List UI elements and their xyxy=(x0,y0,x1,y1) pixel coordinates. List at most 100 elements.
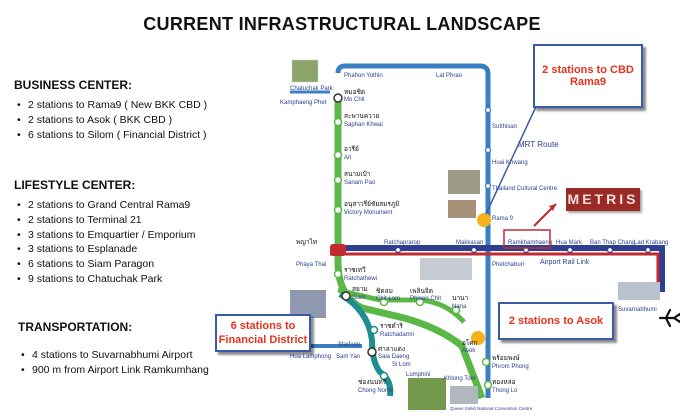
station-label: สยาม xyxy=(352,286,368,293)
station-label: สนามเป้า xyxy=(344,170,371,178)
ramkhamhaeng-highlight xyxy=(503,229,551,249)
business-center-heading: BUSINESS CENTER: xyxy=(14,78,133,92)
airport-rail-link xyxy=(338,245,665,292)
station-label: ราชดำริ xyxy=(380,322,403,330)
list-item: 2 stations to Rama9 ( New BKK CBD ) xyxy=(17,98,207,113)
station-dot xyxy=(481,357,491,367)
station-dot xyxy=(333,117,343,127)
list-item: 6 stations to Silom ( Financial District… xyxy=(17,128,207,143)
suvarnabhumi-photo xyxy=(618,282,660,300)
station-label: Thailand Cultural Centre xyxy=(492,186,558,192)
list-item: 2 stations to Asok ( BKK CBD ) xyxy=(17,113,207,128)
list-item: 2 stations to Terminal 21 xyxy=(17,213,195,228)
station-dot xyxy=(484,146,492,154)
station-label: Phloen Chit xyxy=(410,296,441,302)
station-label: Victory Monument xyxy=(344,210,393,216)
station-dot xyxy=(369,325,379,335)
phayathai-sign xyxy=(330,244,346,256)
makkasan-photo xyxy=(448,200,476,218)
station-label: Mo Chit xyxy=(344,97,365,103)
station-label: Ratchathewi xyxy=(344,276,377,282)
station-label: Phrom Phong xyxy=(492,364,529,370)
station-label: Ari xyxy=(344,155,351,161)
transportation-heading: TRANSPORTATION: xyxy=(18,320,133,334)
station-label: Phahon Yothin xyxy=(344,73,383,79)
siam-photo xyxy=(290,290,326,318)
list-item: 2 stations to Grand Central Rama9 xyxy=(17,198,195,213)
metris-logo: METRIS xyxy=(566,188,640,211)
station-label: พญาไท xyxy=(296,238,317,246)
station-label: Chatuchak Park xyxy=(290,86,334,92)
asok-callout: 2 stations to Asok xyxy=(498,302,614,340)
station-dot xyxy=(415,297,425,307)
station-dot xyxy=(333,269,343,279)
station-dot xyxy=(484,106,492,114)
station-label: Kamphaeng Phet xyxy=(280,100,327,106)
asok-marker xyxy=(471,331,485,345)
station-label: นานา xyxy=(452,295,469,302)
station-dot xyxy=(379,297,389,307)
page-title: CURRENT INFRASTRUCTURAL LANDSCAPE xyxy=(143,14,541,34)
station-label: Sam Yan xyxy=(336,354,360,360)
station-dot xyxy=(451,305,461,315)
lifestyle-center-section: LIFESTYLE CENTER: 2 stations to Grand Ce… xyxy=(14,178,195,287)
business-center-section: BUSINESS CENTER: 2 stations to Rama9 ( N… xyxy=(14,78,207,142)
station-label: อนุสาวรีย์ชัยสมรภูมิ xyxy=(344,200,399,208)
list-item: 3 stations to Emquartier / Emporium xyxy=(17,228,196,243)
station-label: Suvarnabhumi xyxy=(618,307,657,313)
list-item: 900 m from Airport Link Ramkumhang xyxy=(21,363,209,378)
cbd-pointer-line xyxy=(485,97,541,215)
station-dot xyxy=(470,246,478,254)
station-dot xyxy=(566,246,574,254)
station-label: Lad Krabang xyxy=(634,240,668,246)
station-dot xyxy=(333,150,343,160)
airport-rail-link-red xyxy=(330,252,660,294)
transportation-section: TRANSPORTATION: 4 stations to Suvarnabhu… xyxy=(18,320,209,378)
station-label: Hua Lamphong xyxy=(290,354,331,360)
rama9-photo xyxy=(448,170,480,194)
station-label: Saphan Khwai xyxy=(344,122,383,128)
bts-silom-line xyxy=(338,291,394,397)
station-dot xyxy=(367,347,377,357)
station-label: Chong Nonsi xyxy=(358,388,393,394)
station-label: สะพานควาย xyxy=(344,113,379,120)
business-center-list: 2 stations to Rama9 ( New BKK CBD ) 2 st… xyxy=(14,98,207,142)
station-dot xyxy=(644,246,652,254)
station-label: Chit Lom xyxy=(376,296,400,302)
station-dot xyxy=(333,93,343,103)
station-label: Si Lom xyxy=(392,362,411,368)
list-item: 3 stations to Esplanade xyxy=(17,242,195,257)
station-label: อโศก xyxy=(462,339,478,347)
station-label: Lumphini xyxy=(406,372,430,378)
station-label: พร้อมพงษ์ xyxy=(492,354,520,362)
station-label: Asok xyxy=(462,348,476,354)
station-label: Siam xyxy=(352,295,366,301)
station-label: Phetchaburi xyxy=(492,262,524,268)
arl-photo xyxy=(420,258,472,280)
station-label: อารีย์ xyxy=(344,145,359,153)
list-item: 4 stations to Suvarnabhumi Airport xyxy=(21,348,209,363)
station-label: ศาลาแดง xyxy=(378,346,405,353)
lifestyle-center-heading: LIFESTYLE CENTER: xyxy=(14,178,136,192)
lifestyle-center-list: 2 stations to Grand Central Rama9 2 stat… xyxy=(14,198,196,287)
mrt-route-label: MRT Route xyxy=(518,140,559,149)
station-label: Sutthisan xyxy=(492,124,517,130)
station-label: ช่องนนทรี xyxy=(358,378,387,386)
station-dot xyxy=(394,246,402,254)
qsncc-photo xyxy=(450,386,478,404)
station-label: Phaya Thai xyxy=(296,262,326,268)
station-dot xyxy=(483,380,493,390)
metris-arrowhead xyxy=(549,204,556,211)
list-item: 9 stations to Chatuchak Park xyxy=(17,272,195,287)
station-label: หมอชิต xyxy=(344,88,365,96)
station-label: Ratchaprarop xyxy=(384,240,421,246)
station-dot xyxy=(606,246,614,254)
station-label: Ramkhamhaeng xyxy=(508,240,552,246)
station-label: Makkasan xyxy=(456,240,483,246)
lumphini-photo xyxy=(408,378,446,410)
station-label: Nana xyxy=(452,304,467,310)
station-label: Queen Sirikit National Convention Centre xyxy=(450,406,533,411)
station-label: ชิดลม xyxy=(376,287,393,295)
transportation-list: 4 stations to Suvarnabhumi Airport 900 m… xyxy=(18,348,209,378)
cbd-callout: 2 stations to CBD Rama9 xyxy=(533,44,643,108)
